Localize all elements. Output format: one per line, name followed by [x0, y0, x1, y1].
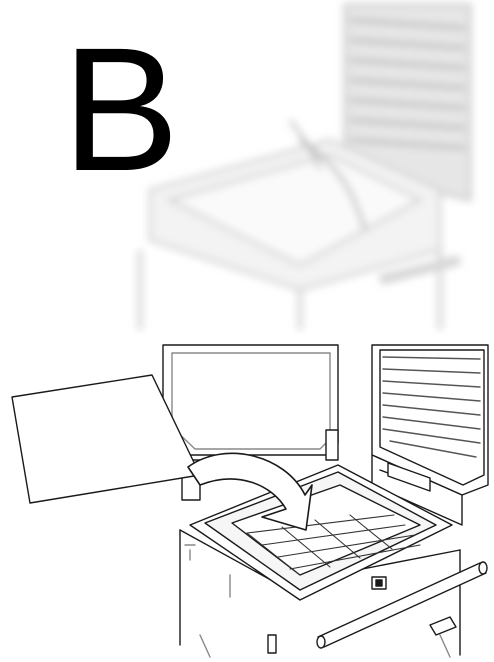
- step-letter: B: [62, 22, 179, 198]
- step-b-panel: B: [0, 0, 494, 335]
- instruction-illustration: [0, 335, 494, 662]
- fabric-bin-drawer-illustration: [0, 335, 494, 662]
